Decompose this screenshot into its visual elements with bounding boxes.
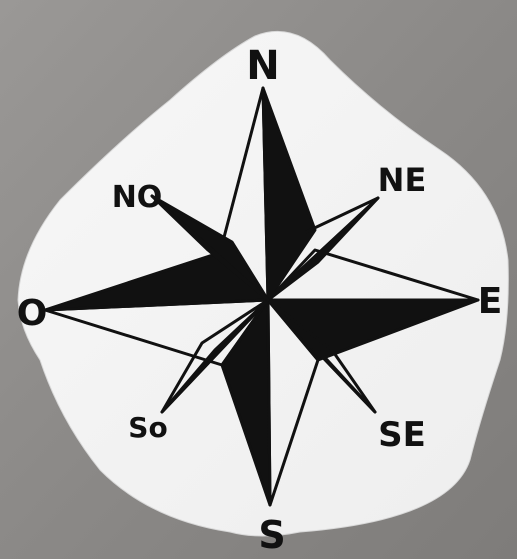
label-north: N <box>246 46 279 86</box>
label-northwest: NO <box>112 183 163 213</box>
label-west: O <box>17 296 48 332</box>
label-south: S <box>258 516 285 554</box>
label-east: E <box>478 284 503 320</box>
label-northeast: NE <box>378 164 427 196</box>
label-southeast: SE <box>378 418 426 452</box>
label-southwest: So <box>128 414 167 442</box>
